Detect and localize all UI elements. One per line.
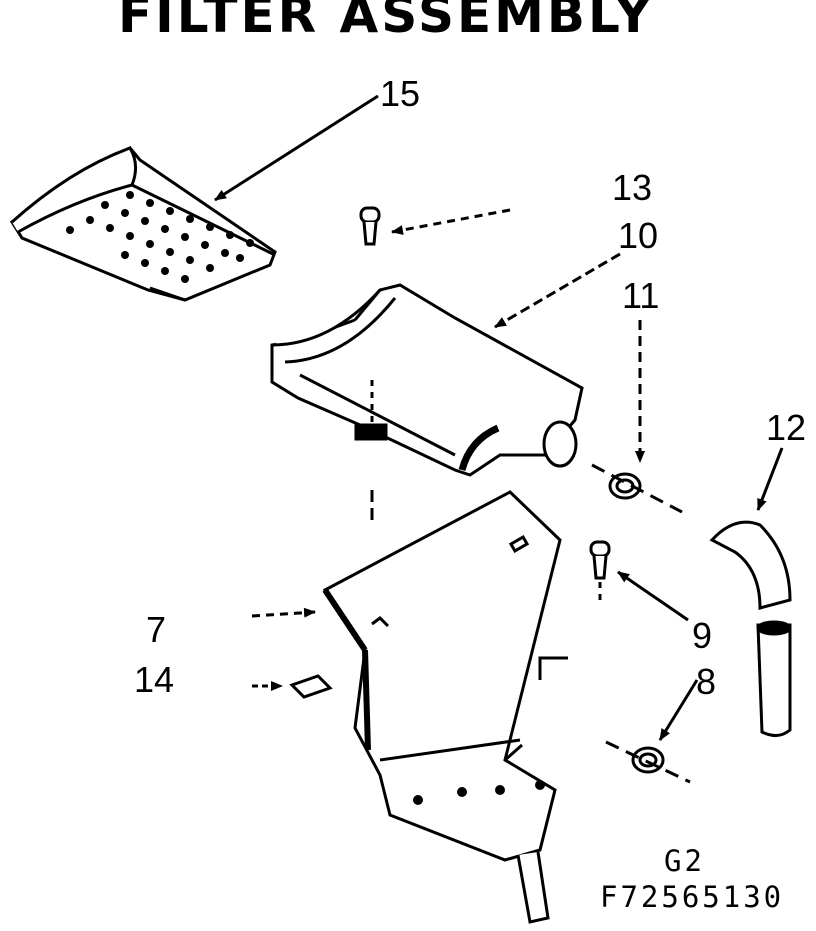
callout-12: 12 [766,407,807,448]
part-number: F72565130 [600,880,785,914]
part-8-clamp [631,746,665,774]
part-14-clip [289,674,333,699]
diagram-title: FILTER ASSEMBLY [118,0,655,44]
part-15-lint-screen [9,146,277,302]
callout-10: 10 [618,215,659,256]
part-10-filter-housing [270,283,584,477]
figure-code: G2 [664,844,705,878]
callout-8: 8 [696,661,717,702]
part-9-screw [589,540,611,580]
part-7-shield [322,490,562,924]
callout-15: 15 [380,73,421,114]
part-12-duct [709,520,792,737]
callout-11: 11 [622,275,660,316]
leader-lines [214,94,784,784]
callout-13: 13 [612,167,653,208]
callout-14: 14 [134,659,175,700]
callout-9: 9 [692,615,713,656]
part-13-screw [359,206,381,246]
callout-7: 7 [146,609,167,650]
